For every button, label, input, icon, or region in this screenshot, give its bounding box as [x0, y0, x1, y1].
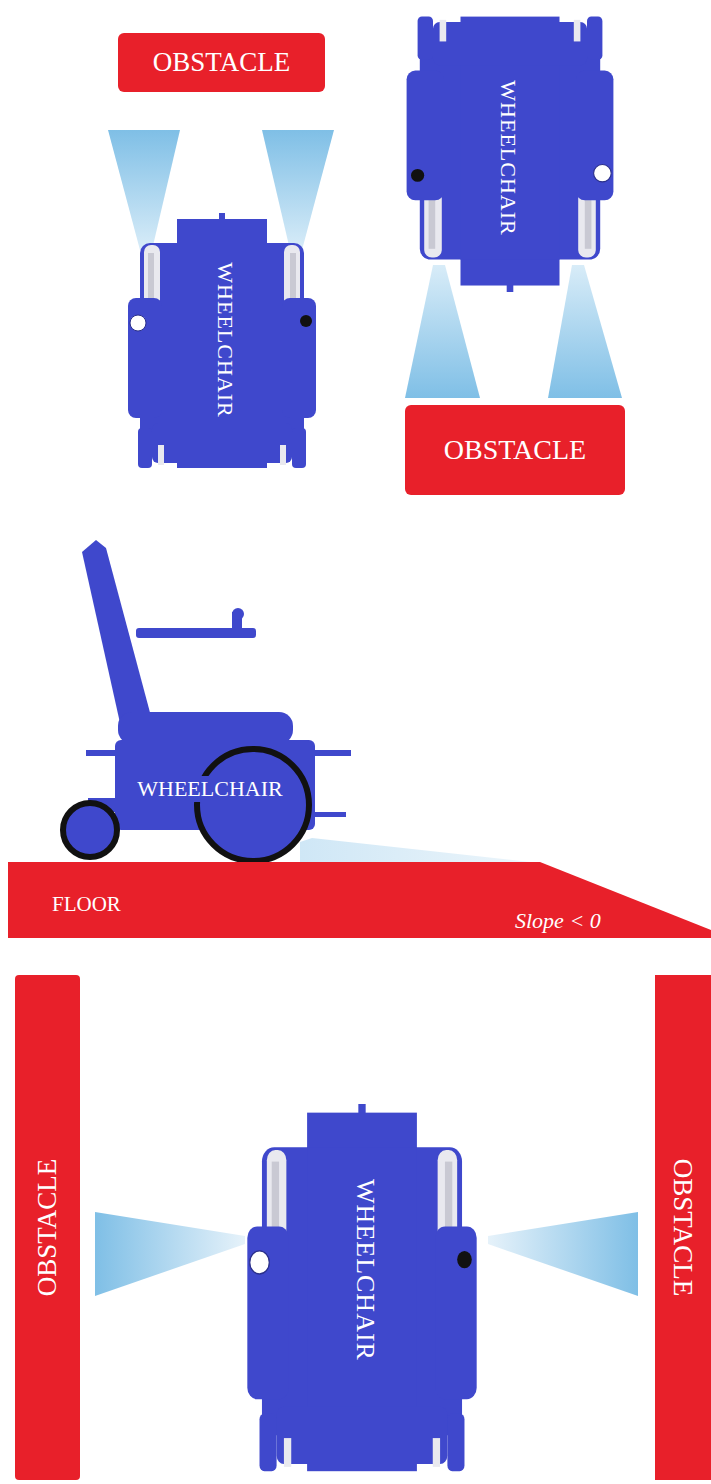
obstacle-wall: OBSTACLE [655, 975, 711, 1480]
node-label: FLOOR [52, 894, 121, 915]
node-label: OBSTACLE [670, 1159, 697, 1296]
wheelchair-body: WHEELCHAIR [335, 1140, 395, 1400]
node-label: Slope < 0 [515, 910, 601, 932]
floor-band: FLOOR Slope < 0 [8, 860, 711, 940]
wheelchair-body: WHEELCHAIR [122, 772, 298, 806]
obstacle-box: OBSTACLE [405, 405, 625, 495]
wheelchair-body: WHEELCHAIR [478, 45, 538, 270]
node-label: WHEELCHAIR [352, 1179, 378, 1361]
obstacle-wall: OBSTACLE [15, 975, 80, 1480]
node-label: OBSTACLE [153, 49, 290, 76]
wheelchair-body: WHEELCHAIR [195, 232, 255, 447]
obstacle-box: OBSTACLE [118, 33, 325, 92]
node-label: OBSTACLE [444, 436, 586, 464]
node-label: WHEELCHAIR [497, 80, 519, 235]
node-label: WHEELCHAIR [214, 262, 236, 417]
node-label: WHEELCHAIR [134, 776, 285, 802]
node-label: OBSTACLE [34, 1159, 61, 1296]
